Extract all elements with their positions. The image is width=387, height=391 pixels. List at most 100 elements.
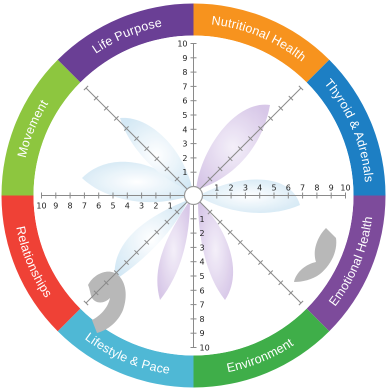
hands-illustration bbox=[88, 228, 337, 333]
hand-left-illustration bbox=[88, 271, 126, 333]
flower-petal-lower-left bbox=[157, 200, 190, 300]
wheel-segment bbox=[57, 308, 194, 388]
tick-label: 6 bbox=[96, 202, 101, 211]
axis-tick bbox=[164, 166, 170, 172]
axis-tick bbox=[207, 209, 213, 215]
tick-label: 1 bbox=[182, 168, 187, 177]
tick-label: 2 bbox=[153, 202, 158, 211]
tick-label: 1 bbox=[200, 215, 205, 224]
axis-tick bbox=[258, 125, 264, 131]
axis-tick bbox=[278, 105, 284, 111]
axis-tick bbox=[144, 146, 150, 152]
tick-label: 4 bbox=[257, 184, 262, 193]
flower-petal-lower-right bbox=[198, 200, 234, 300]
wheel-segment bbox=[57, 3, 194, 83]
tick-label: 10 bbox=[340, 184, 350, 193]
tick-label: 2 bbox=[200, 229, 205, 238]
axis-tick bbox=[134, 249, 140, 255]
tick-label: 7 bbox=[182, 82, 187, 91]
axis-tick bbox=[154, 229, 160, 235]
axis-tick bbox=[207, 176, 213, 182]
axis-tick bbox=[278, 280, 284, 286]
flower-petal-right bbox=[198, 179, 300, 213]
axis-tick bbox=[217, 166, 223, 172]
tick-label: 5 bbox=[200, 272, 205, 281]
tick-label: 4 bbox=[200, 258, 205, 267]
tick-label: 7 bbox=[300, 184, 305, 193]
wheel-segment bbox=[193, 308, 330, 388]
axis-tick bbox=[288, 290, 294, 296]
flower-illustration bbox=[82, 104, 300, 300]
tick-label: 7 bbox=[200, 301, 205, 310]
axis-tick bbox=[247, 249, 253, 255]
wheel-segment bbox=[306, 195, 386, 332]
tick-label: 6 bbox=[200, 286, 205, 295]
tick-label: 3 bbox=[200, 243, 205, 252]
axis-tick bbox=[134, 136, 140, 142]
tick-label: 5 bbox=[271, 184, 276, 193]
tick-label: 4 bbox=[182, 125, 187, 134]
tick-label: 8 bbox=[68, 202, 73, 211]
axis-tick bbox=[227, 229, 233, 235]
axis-tick bbox=[298, 85, 304, 91]
hand-right-illustration bbox=[294, 228, 337, 282]
axis-tick bbox=[174, 209, 180, 215]
tick-label: 6 bbox=[182, 97, 187, 106]
tick-label: 2 bbox=[229, 184, 234, 193]
axis-tick bbox=[83, 85, 89, 91]
tick-label: 6 bbox=[286, 184, 291, 193]
axis-tick bbox=[103, 280, 109, 286]
wheel-segment bbox=[1, 195, 81, 332]
axis-tick bbox=[174, 176, 180, 182]
tick-label: 5 bbox=[110, 202, 115, 211]
tick-label: 10 bbox=[177, 40, 187, 49]
tick-label: 9 bbox=[329, 184, 334, 193]
axis-tick bbox=[93, 95, 99, 101]
axis-tick bbox=[268, 115, 274, 121]
tick-label: 4 bbox=[125, 202, 130, 211]
tick-label: 8 bbox=[182, 68, 187, 77]
tick-label: 8 bbox=[314, 184, 319, 193]
center-hub bbox=[183, 185, 204, 206]
axis-tick bbox=[83, 300, 89, 306]
tick-label: 9 bbox=[200, 329, 205, 338]
tick-label: 7 bbox=[82, 202, 87, 211]
wheel-ring bbox=[1, 3, 386, 388]
flower-petal-left bbox=[82, 161, 192, 203]
axis-tick bbox=[288, 95, 294, 101]
axis-tick bbox=[154, 156, 160, 162]
wheel-segment bbox=[193, 3, 330, 83]
axis-tick bbox=[93, 290, 99, 296]
axis-tick bbox=[103, 105, 109, 111]
axis-tick bbox=[237, 146, 243, 152]
axis-tick bbox=[237, 239, 243, 245]
rating-axes bbox=[41, 43, 346, 348]
wheel-segment bbox=[1, 59, 81, 196]
tick-label: 10 bbox=[200, 344, 210, 353]
axis-tick bbox=[113, 270, 119, 276]
tick-label: 10 bbox=[36, 202, 46, 211]
tick-label: 8 bbox=[200, 315, 205, 324]
axis-tick bbox=[247, 136, 253, 142]
axis-tick bbox=[164, 219, 170, 225]
tick-label: 2 bbox=[182, 154, 187, 163]
tick-label: 3 bbox=[182, 140, 187, 149]
axis-tick bbox=[123, 125, 129, 131]
axis-tick bbox=[113, 115, 119, 121]
axis-tick bbox=[258, 260, 264, 266]
tick-label: 1 bbox=[214, 184, 219, 193]
axis-tick bbox=[144, 239, 150, 245]
wheel-segment bbox=[306, 59, 386, 196]
tick-label: 1 bbox=[168, 202, 173, 211]
tick-label: 9 bbox=[53, 202, 58, 211]
axis-tick bbox=[298, 300, 304, 306]
axis-tick bbox=[217, 219, 223, 225]
tick-label: 5 bbox=[182, 111, 187, 120]
flower-petal-top bbox=[196, 104, 270, 190]
axis-tick bbox=[227, 156, 233, 162]
axis-tick bbox=[268, 270, 274, 276]
axis-tick bbox=[123, 260, 129, 266]
tick-label: 3 bbox=[139, 202, 144, 211]
